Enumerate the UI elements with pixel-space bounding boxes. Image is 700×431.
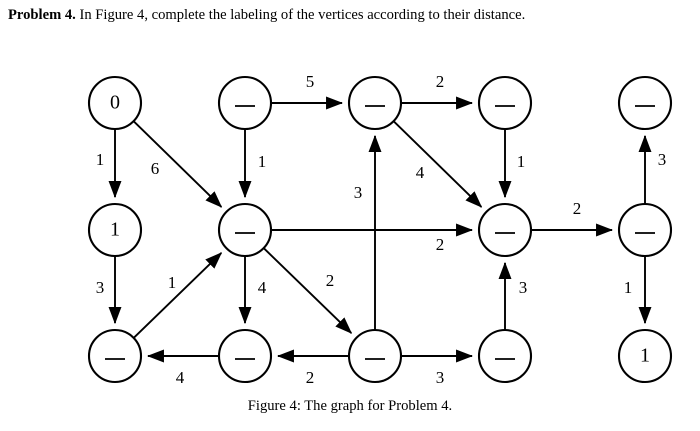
graph-canvas: 0 1 1 1 6 3 5 1 2 4 1 2 4 2 2 1 4 2 3 3 3 3 1 [87, 72, 673, 387]
vertex-circle[interactable] [477, 75, 533, 131]
edge-weight-label: 2 [573, 199, 582, 218]
vertex-circle[interactable] [87, 328, 143, 384]
problem-number: Problem 4. [8, 7, 76, 23]
vertex-circle[interactable] [477, 202, 533, 258]
graph-vertex[interactable] [617, 75, 673, 131]
graph-edge [132, 120, 223, 208]
graph-vertex[interactable] [87, 328, 143, 384]
edge-weight-label: 4 [416, 163, 425, 182]
graph-vertex[interactable] [217, 202, 273, 258]
vertex-circle[interactable] [87, 75, 143, 131]
vertex-layer: 0 1 1 [87, 75, 673, 384]
graph-vertex[interactable] [477, 328, 533, 384]
graph-edge [263, 247, 353, 334]
graph-vertex[interactable]: 0 [87, 75, 143, 131]
vertex-circle[interactable] [477, 328, 533, 384]
vertex-circle[interactable] [347, 75, 403, 131]
edge-weight-label: 3 [354, 183, 363, 202]
vertex-circle[interactable] [217, 75, 273, 131]
edge-layer [108, 96, 652, 363]
edge-weight-label: 1 [258, 152, 267, 171]
edge-weight-label: 1 [168, 273, 177, 292]
edge-weight-label: 3 [436, 368, 445, 387]
graph-edge [133, 252, 223, 339]
edge-weight-label: 3 [519, 278, 528, 297]
edge-weight-label: 4 [176, 368, 185, 387]
vertex-circle[interactable] [217, 202, 273, 258]
weight-layer: 1 6 3 5 1 2 4 1 2 4 2 2 1 4 2 3 3 3 3 1 [96, 72, 667, 387]
problem-text: In Figure 4, complete the labeling of th… [75, 7, 526, 23]
graph-vertex[interactable]: 1 [87, 202, 143, 258]
edge-weight-label: 6 [151, 159, 160, 178]
vertex-circle[interactable] [347, 328, 403, 384]
vertex-circle[interactable] [617, 75, 673, 131]
vertex-circle[interactable] [617, 202, 673, 258]
edge-weight-label: 3 [96, 278, 105, 297]
vertex-circle[interactable] [617, 328, 673, 384]
graph-vertex[interactable] [617, 202, 673, 258]
problem-statement: Problem 4. In Figure 4, complete the lab… [8, 6, 692, 24]
vertex-circle[interactable] [87, 202, 143, 258]
graph-vertex[interactable] [477, 75, 533, 131]
edge-weight-label: 2 [436, 72, 445, 91]
edge-weight-label: 1 [624, 278, 633, 297]
edge-weight-label: 2 [436, 235, 445, 254]
vertex-label: 0 [110, 92, 120, 114]
figure-graph: 0 1 1 1 6 3 5 1 2 4 1 2 4 2 2 1 4 2 3 3 3 3 1 [0, 46, 700, 391]
graph-vertex[interactable] [217, 75, 273, 131]
vertex-circle[interactable] [217, 328, 273, 384]
edge-weight-label: 1 [96, 150, 105, 169]
edge-weight-label: 2 [306, 368, 315, 387]
graph-vertex[interactable]: 1 [617, 328, 673, 384]
figure-caption: Figure 4: The graph for Problem 4. [247, 398, 453, 414]
edge-weight-label: 3 [658, 150, 667, 169]
edge-weight-label: 2 [326, 271, 335, 290]
graph-vertex[interactable] [347, 75, 403, 131]
graph-vertex[interactable] [477, 202, 533, 258]
edge-weight-label: 4 [258, 278, 267, 297]
graph-vertex[interactable] [217, 328, 273, 384]
vertex-label: 1 [110, 219, 120, 241]
vertex-label: 1 [640, 345, 650, 367]
edge-weight-label: 5 [306, 72, 315, 91]
graph-edge [392, 120, 483, 208]
edge-weight-label: 1 [517, 152, 526, 171]
graph-vertex[interactable] [347, 328, 403, 384]
